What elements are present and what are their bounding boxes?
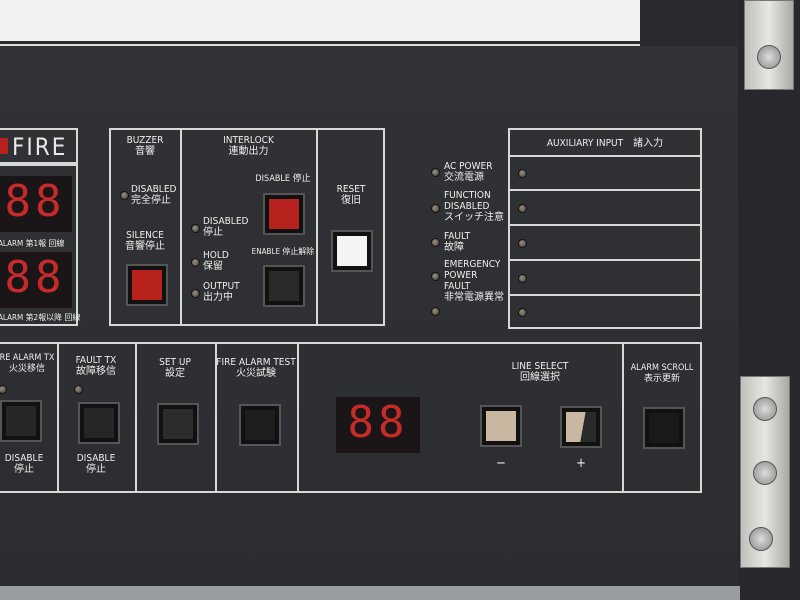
line-select-plus-button[interactable] — [560, 406, 602, 448]
fault-tx-disable-button[interactable] — [78, 402, 120, 444]
fault-led — [431, 238, 440, 247]
screw-icon — [749, 527, 773, 551]
fire-header: FIRE — [0, 128, 78, 164]
divider — [622, 344, 624, 493]
screw-icon — [757, 45, 781, 69]
aux-row — [508, 189, 702, 224]
emergency-power-fault-led — [431, 272, 440, 281]
divider — [316, 130, 318, 326]
floor — [0, 586, 740, 600]
line-select-minus-button[interactable] — [480, 405, 522, 447]
spare-led — [431, 307, 440, 316]
fire-title: FIRE — [12, 133, 68, 161]
function-disabled-led — [431, 204, 440, 213]
interlock-enable-button[interactable] — [263, 265, 305, 307]
fire-lamp — [0, 138, 8, 154]
line-display: 88 — [336, 397, 420, 453]
interlock-disable-button[interactable] — [263, 193, 305, 235]
aux-led — [518, 169, 527, 178]
buzzer-disabled-led — [120, 191, 129, 200]
first-alarm-label: ALARM 第1報 回線 — [0, 239, 65, 248]
divider — [135, 344, 137, 493]
reset-button[interactable] — [331, 230, 373, 272]
interlock-output-led — [191, 289, 200, 298]
auxiliary-input-title: AUXILIARY INPUT 諸入力 — [546, 138, 664, 149]
subsequent-alarm-display: 88 — [0, 252, 72, 308]
ac-power-led — [431, 168, 440, 177]
bottom-control-box — [0, 342, 702, 493]
divider — [297, 344, 299, 493]
aux-led — [518, 308, 527, 317]
fire-display-box: 88 ALARM 第1報 回線 88 ALARM 第2報以降 回線 — [0, 164, 81, 326]
screw-icon — [753, 461, 777, 485]
fault-tx-led — [74, 385, 83, 394]
frame — [640, 0, 740, 48]
hinge-bottom — [740, 376, 790, 568]
fire-alarm-tx-led — [0, 385, 7, 394]
alarm-scroll-button[interactable] — [643, 407, 685, 449]
divider — [215, 344, 217, 493]
control-panel — [0, 46, 740, 586]
aux-led — [518, 274, 527, 283]
subsequent-alarm-label: ALARM 第2報以降 回線 — [0, 313, 81, 322]
fire-alarm-test-button[interactable] — [239, 404, 281, 446]
hinge-top — [744, 0, 794, 90]
aux-led — [518, 239, 527, 248]
interlock-disabled-led — [191, 224, 200, 233]
aux-row — [508, 294, 702, 329]
auxiliary-input-box — [508, 128, 702, 329]
aux-row — [508, 155, 702, 190]
first-alarm-display: 88 — [0, 176, 72, 232]
interlock-enable-label: ENABLE 停止解除 — [251, 247, 315, 256]
minus-label: − — [496, 456, 506, 471]
aux-led — [518, 204, 527, 213]
divider — [57, 344, 59, 493]
interlock-hold-led — [191, 258, 200, 267]
window-glass — [0, 0, 640, 44]
setup-button[interactable] — [157, 403, 199, 445]
plus-label: + — [576, 456, 586, 471]
fire-alarm-tx-disable-button[interactable] — [0, 400, 42, 442]
aux-row — [508, 224, 702, 259]
interlock-disable-label: DISABLE 停止 — [255, 174, 311, 184]
silence-button[interactable] — [126, 264, 168, 306]
buzzer-interlock-box — [109, 128, 385, 326]
screw-icon — [753, 397, 777, 421]
aux-row — [508, 259, 702, 294]
divider — [180, 130, 182, 326]
